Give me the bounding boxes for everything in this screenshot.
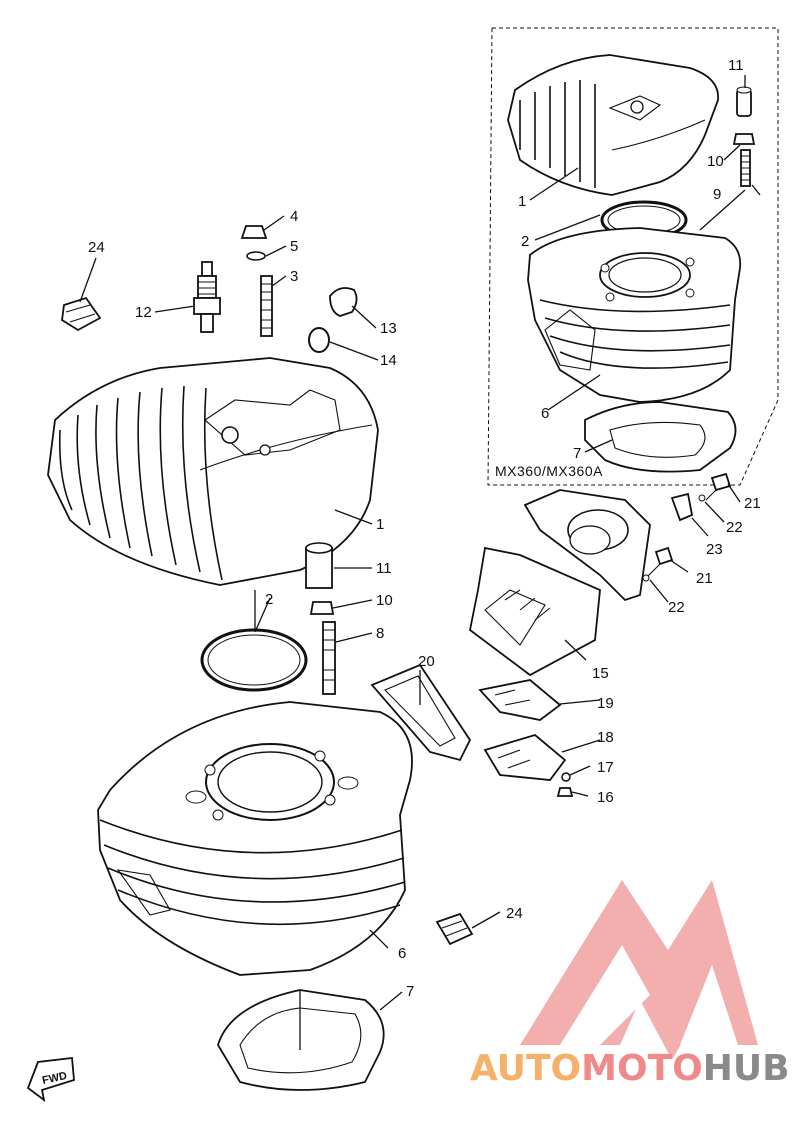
cylinder-block <box>97 701 413 976</box>
cylinder-fasteners <box>305 542 336 695</box>
callout-19: 19 <box>597 695 614 712</box>
clip-bracket <box>670 492 694 522</box>
callout-2: 2 <box>265 591 273 608</box>
callout-21-b: 21 <box>696 570 713 587</box>
callout-inset-9: 9 <box>713 186 721 203</box>
head-gasket <box>200 628 308 692</box>
cylinder-head <box>47 357 379 586</box>
callout-20: 20 <box>418 653 435 670</box>
callout-10: 10 <box>376 592 393 609</box>
callout-17: 17 <box>597 759 614 776</box>
head-plug-bolt <box>308 287 358 353</box>
inset-model-label: MX360/MX360A <box>495 463 603 479</box>
reed-gasket <box>370 663 472 762</box>
callout-6: 6 <box>398 945 406 962</box>
watermark-logo <box>520 880 758 1060</box>
callout-inset-6: 6 <box>541 405 549 422</box>
head-fasteners <box>240 225 273 337</box>
callout-8: 8 <box>376 625 384 642</box>
callout-14: 14 <box>380 352 397 369</box>
reed-stopper <box>483 733 567 781</box>
base-gasket <box>217 989 385 1091</box>
watermark-text: AUTOMOTOHUB <box>470 1048 790 1089</box>
callout-3: 3 <box>290 268 298 285</box>
callout-4: 4 <box>290 208 298 225</box>
inset-panel: MX360/MX360A <box>487 27 779 486</box>
callout-inset-2: 2 <box>521 233 529 250</box>
callout-12: 12 <box>135 304 152 321</box>
callout-16: 16 <box>597 789 614 806</box>
watermark-part-auto: AUTO <box>470 1048 581 1089</box>
callout-24-top: 24 <box>88 239 105 256</box>
callout-24-bottom: 24 <box>506 905 523 922</box>
leader-lines <box>79 215 741 1050</box>
spark-plug <box>193 261 221 333</box>
reed-washer <box>561 772 571 782</box>
terminal-cap-bottom <box>435 912 474 946</box>
reed-screw <box>556 787 574 797</box>
inset-dashed-border <box>487 27 779 486</box>
callout-5: 5 <box>290 238 298 255</box>
callout-15: 15 <box>592 665 609 682</box>
reed-petal <box>478 679 562 721</box>
terminal-cap-top <box>61 296 102 332</box>
callout-7: 7 <box>406 983 414 1000</box>
fwd-arrow-icon: FWD <box>26 1056 75 1103</box>
manifold-bolts <box>642 472 732 582</box>
callout-13: 13 <box>380 320 397 337</box>
callout-18: 18 <box>597 729 614 746</box>
callout-inset-1: 1 <box>518 193 526 210</box>
watermark-part-hub: HUB <box>703 1048 790 1089</box>
callout-inset-11: 11 <box>728 57 744 74</box>
inset-base-gasket <box>584 401 737 473</box>
callout-22-a: 22 <box>726 519 743 536</box>
fwd-label: FWD <box>41 1070 68 1087</box>
watermark-part-moto: MOTO <box>581 1048 703 1089</box>
callout-inset-7: 7 <box>573 445 581 462</box>
inset-cylinder-head <box>507 54 719 196</box>
callout-22-b: 22 <box>668 599 685 616</box>
callout-11: 11 <box>376 560 392 577</box>
inset-cylinder <box>527 227 742 403</box>
callout-inset-10: 10 <box>707 153 724 170</box>
callout-23: 23 <box>706 541 723 558</box>
callout-21-a: 21 <box>744 495 761 512</box>
inset-fasteners <box>732 86 756 187</box>
intake-manifold <box>523 489 651 602</box>
callout-1: 1 <box>376 516 384 533</box>
reed-valve-block <box>469 546 601 677</box>
